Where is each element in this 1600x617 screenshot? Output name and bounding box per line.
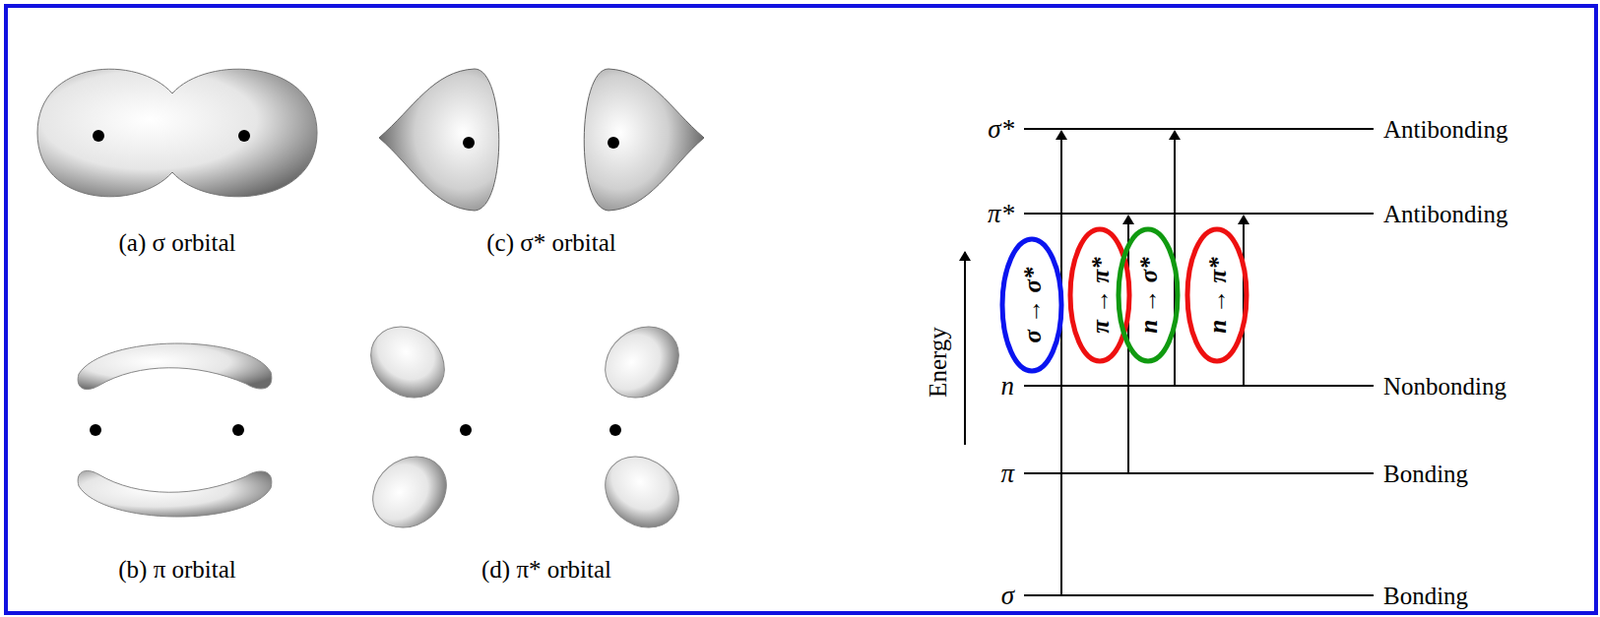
energy-levels [1024, 128, 1374, 596]
level-symbol: n [1001, 373, 1016, 400]
orbital-caption: (b) π orbital [118, 557, 237, 582]
transition-label: n → π* [1205, 256, 1230, 334]
transition-ellipse: n → σ* [1115, 226, 1181, 365]
transition-label: π → π* [1088, 256, 1113, 333]
transition-ellipse: n → π* [1184, 226, 1250, 365]
axis-label: Energy [925, 326, 951, 398]
level-name: Bonding [1383, 583, 1469, 609]
transition-ellipse: σ → σ* [999, 236, 1065, 375]
transition-label: n → σ* [1136, 256, 1161, 333]
level-symbol: σ [1001, 582, 1015, 610]
level-symbol: π [1000, 460, 1015, 488]
level-name: Bonding [1383, 461, 1469, 487]
level-name: Antibonding [1383, 117, 1508, 142]
transition-arrows [964, 130, 1244, 596]
transition-ellipse: π → π* [1067, 226, 1133, 365]
level-symbol: π* [987, 200, 1015, 228]
level-name: Nonbonding [1383, 374, 1507, 399]
level-name: Antibonding [1383, 201, 1508, 227]
transition-label: σ → σ* [1020, 267, 1045, 344]
orbital-caption: (a) σ orbital [119, 230, 237, 256]
orbital-caption: (d) π* orbital [481, 557, 612, 582]
level-symbol: σ* [987, 116, 1015, 143]
orbital-caption: (c) σ* orbital [486, 230, 616, 256]
